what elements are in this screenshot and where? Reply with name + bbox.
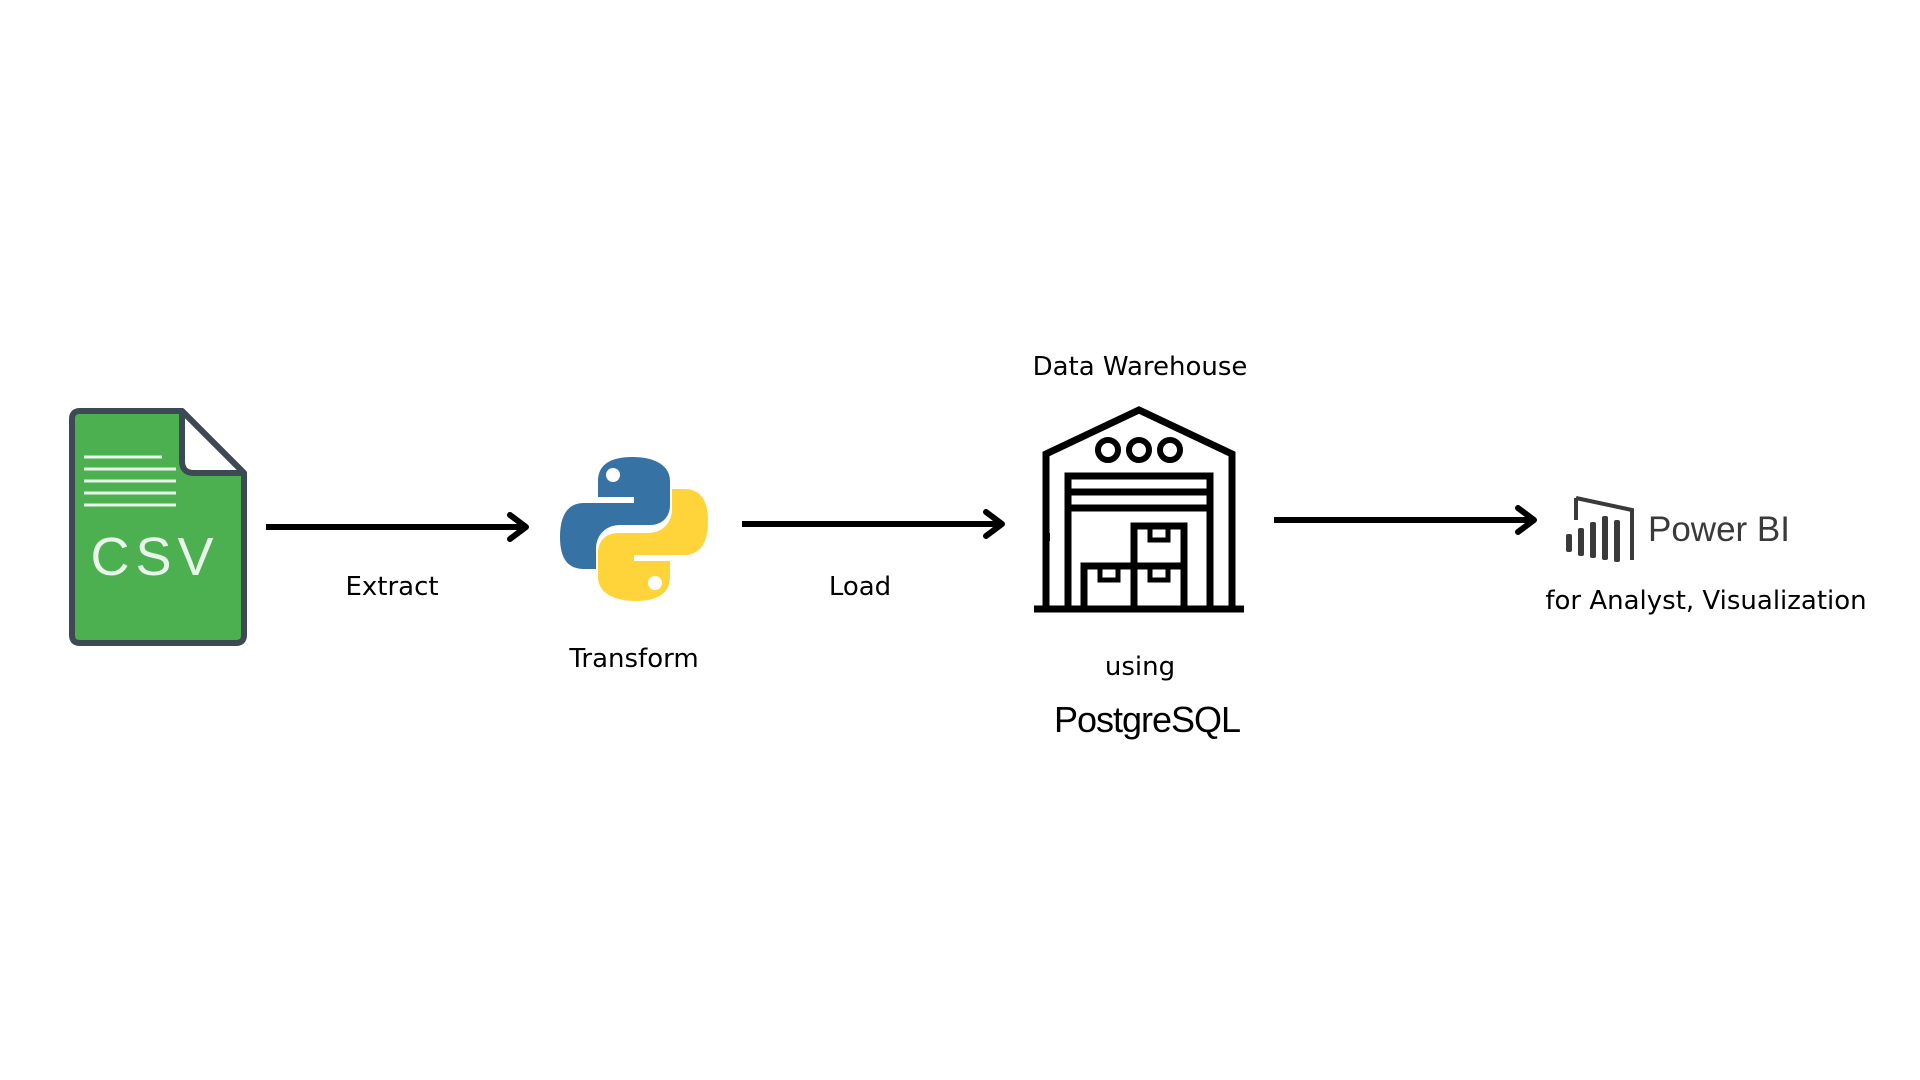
arrow-extract: [266, 512, 529, 542]
power-bi-logo-icon: [1566, 496, 1634, 562]
power-bi-name: Power BI: [1648, 510, 1790, 549]
load-label: Load: [828, 572, 892, 602]
python-logo-icon: [560, 457, 708, 601]
postgresql-logo-text: PostgreSQL: [1053, 699, 1241, 740]
using-label: using: [1104, 652, 1176, 682]
transform-label: Transform: [569, 644, 699, 674]
csv-text: CSV: [90, 527, 219, 587]
warehouse-title: Data Warehouse: [1032, 352, 1248, 382]
extract-label: Extract: [345, 572, 439, 602]
warehouse-icon: [1034, 406, 1244, 613]
csv-file-icon: CSV: [69, 408, 247, 646]
power-bi-caption: for Analyst, Visualization: [1545, 586, 1867, 616]
arrow-load: [742, 509, 1005, 539]
arrow-to-powerbi: [1274, 505, 1537, 535]
